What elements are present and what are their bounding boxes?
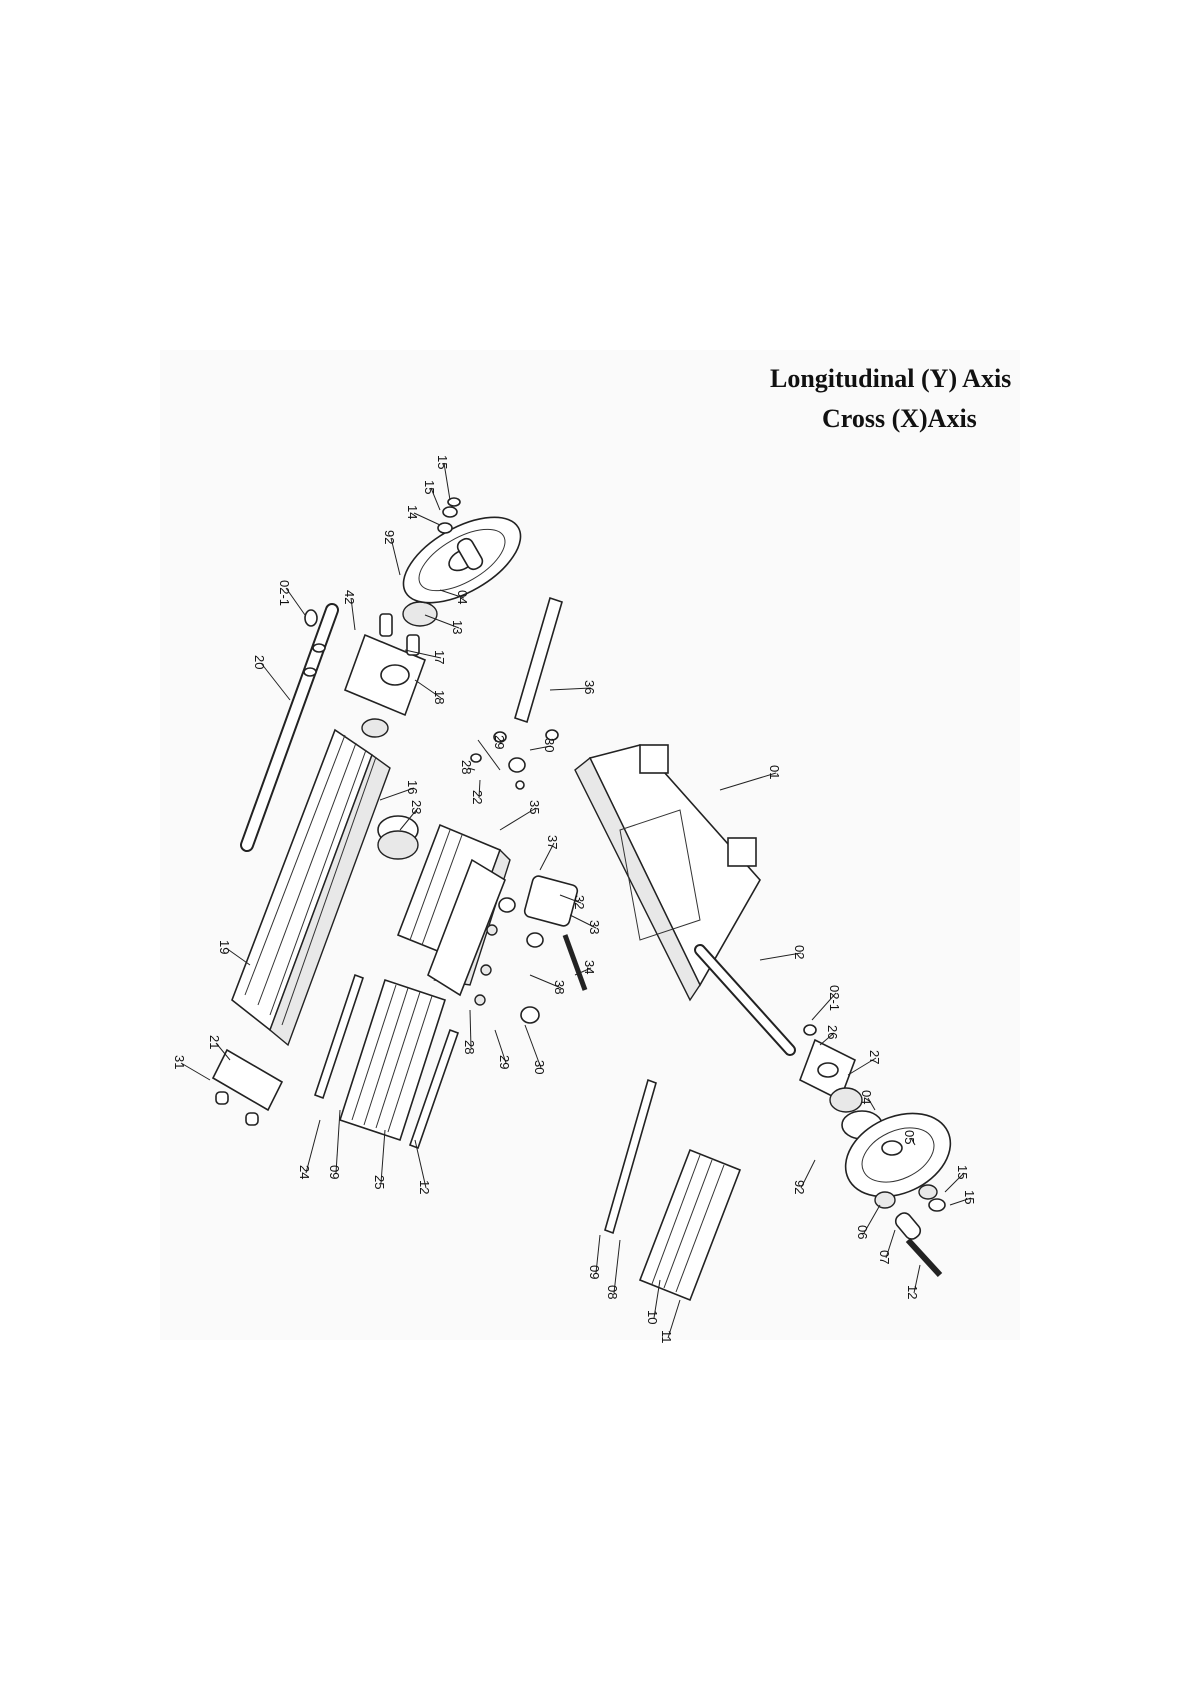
part-callout-label: 28 (459, 760, 474, 774)
part-callout-label: 02 (792, 945, 807, 959)
part-callout-label: 92 (792, 1180, 807, 1194)
part-callout-label: 15 (422, 480, 437, 494)
part-callout-label: 07 (877, 1250, 892, 1264)
part-callout-label: 25 (372, 1175, 387, 1189)
part-callout-label: 17 (432, 650, 447, 664)
part-callout-label: 23 (409, 800, 424, 814)
part-callout-label: 92 (382, 530, 397, 544)
part-callout-label: 04 (859, 1090, 874, 1104)
part-callout-label: 20 (252, 655, 267, 669)
part-callout-label: 30 (532, 1060, 547, 1074)
part-callout-label: 29 (492, 735, 507, 749)
part-callout-label: 33 (587, 920, 602, 934)
part-callout-label: 15 (962, 1190, 977, 1204)
part-callout-label: 28 (462, 1040, 477, 1054)
part-callout-label: 13 (450, 620, 465, 634)
part-callout-label: 26 (825, 1025, 840, 1039)
part-callout-label: 34 (582, 960, 597, 974)
part-callout-label: 12 (417, 1180, 432, 1194)
part-callout-label: 42 (342, 590, 357, 604)
part-callout-label: 35 (527, 800, 542, 814)
part-callout-label: 02-1 (277, 580, 292, 606)
part-callout-label: 16 (405, 780, 420, 794)
part-callout-label: 06 (855, 1225, 870, 1239)
part-callout-label: 11 (659, 1330, 674, 1344)
part-callout-label: 08 (605, 1285, 620, 1299)
part-callout-label: 15 (955, 1165, 970, 1179)
part-callout-label: 24 (297, 1165, 312, 1179)
part-callout-label: 21 (207, 1035, 222, 1049)
part-callout-label: 04 (455, 590, 470, 604)
part-callout-label: 02-1 (827, 985, 842, 1011)
part-callout-label: 27 (867, 1050, 882, 1064)
part-callout-label: 37 (545, 835, 560, 849)
part-callout-label: 19 (217, 940, 232, 954)
part-callout-label: 09 (327, 1165, 342, 1179)
part-callout-label: 18 (432, 690, 447, 704)
part-callout-label: 12 (905, 1285, 920, 1299)
part-callout-label: 05 (902, 1130, 917, 1144)
part-callout-label: 15 (435, 455, 450, 469)
part-callout-label: 38 (552, 980, 567, 994)
part-callout-label: 31 (172, 1055, 187, 1069)
part-callout-label: 32 (572, 895, 587, 909)
part-callout-label: 36 (582, 680, 597, 694)
part-callout-label: 22 (470, 790, 485, 804)
part-callout-label: 30 (542, 738, 557, 752)
part-callout-label: 09 (587, 1265, 602, 1279)
part-callout-label: 01 (767, 765, 782, 779)
callout-leader-line (336, 1110, 340, 1173)
part-callout-label: 29 (497, 1055, 512, 1069)
part-callout-label: 14 (405, 505, 420, 519)
part-callout-label: 10 (645, 1310, 660, 1324)
